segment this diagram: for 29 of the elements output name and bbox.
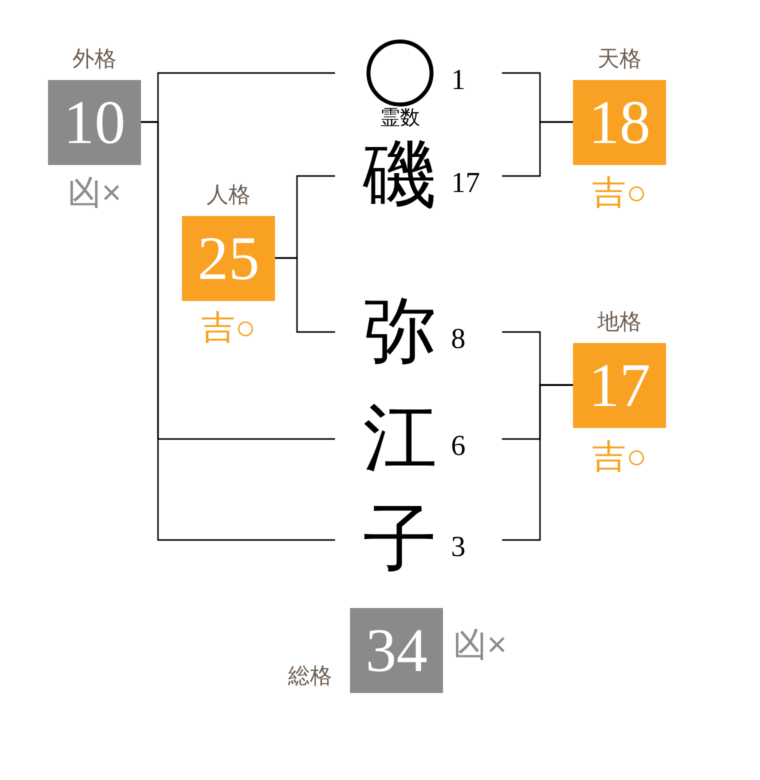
- name-character: 江: [363, 399, 437, 479]
- category-label: 人格: [206, 182, 250, 208]
- fortune-result: 吉○: [591, 438, 648, 476]
- score-tile: 17: [573, 343, 666, 428]
- category-label: 地格: [598, 309, 642, 335]
- stroke-count: 6: [451, 430, 466, 462]
- category-label: 天格: [598, 46, 642, 72]
- name-character: 磯: [363, 136, 437, 216]
- fortune-result: 凶×: [453, 626, 507, 664]
- connector-line: [275, 257, 335, 333]
- score-tile: 18: [573, 80, 666, 165]
- score-tile: 25: [182, 216, 275, 301]
- stroke-count: 8: [451, 323, 466, 355]
- connector-line: [502, 121, 573, 177]
- score-tile: 10: [48, 80, 141, 165]
- score-tile: 34: [350, 608, 443, 693]
- name-character: 子: [363, 500, 437, 580]
- stroke-count: 17: [451, 167, 480, 199]
- fortune-result: 吉○: [200, 309, 257, 347]
- stroke-count: 3: [451, 531, 466, 563]
- category-label: 外格: [72, 46, 116, 72]
- connector-line: [141, 121, 335, 541]
- connector-line: [502, 384, 573, 541]
- fortune-result: 吉○: [591, 174, 648, 212]
- stroke-count: 1: [451, 64, 466, 96]
- caption-text: 霊数: [379, 106, 421, 130]
- name-character: 弥: [363, 292, 437, 372]
- category-label: 総格: [288, 663, 332, 689]
- fortune-result: 凶×: [66, 174, 122, 212]
